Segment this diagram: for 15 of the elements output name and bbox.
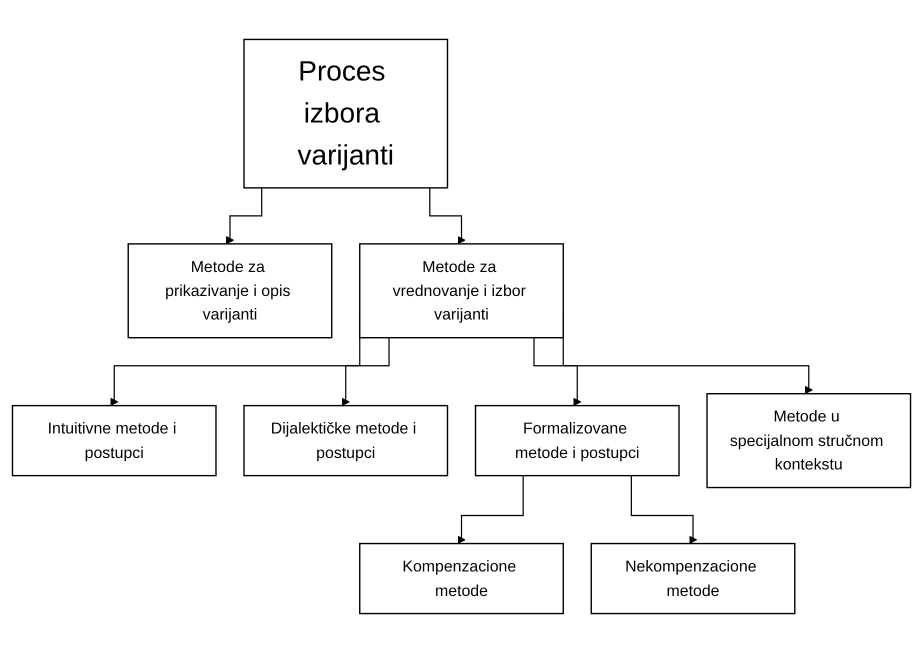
node-box: Dijalektičke metode i postupci — [243, 404, 448, 476]
node-box: Intuitivne metode i postupci — [12, 404, 217, 476]
arrow — [533, 338, 582, 406]
arrow — [429, 188, 466, 244]
node-box: Kompenzacione metode — [359, 542, 564, 614]
arrow — [226, 188, 262, 244]
arrow — [457, 476, 524, 544]
node-box: Formalizovane metode i postupci — [474, 404, 680, 476]
arrow — [342, 338, 390, 406]
node-box: Metode u specijalnom stručnom kontekstu — [706, 393, 912, 488]
arrow — [630, 476, 698, 544]
node-box: Metode za prikazivanje i opis varijanti — [128, 243, 332, 338]
node-box: Metode za vrednovanje i izbor varijanti — [359, 243, 564, 338]
node-box: Proces izbora varijanti — [243, 38, 448, 189]
node-box: Nekompenzacione metode — [590, 542, 796, 614]
